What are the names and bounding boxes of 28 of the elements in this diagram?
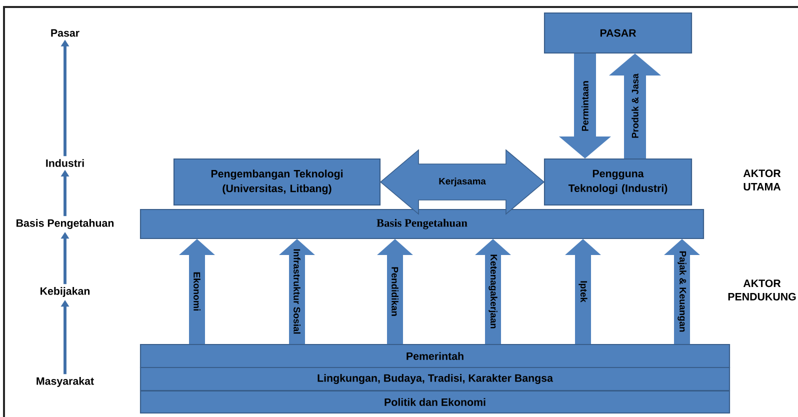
base-layer: Lingkungan, Budaya, Tradisi, Karakter Bangsa bbox=[140, 366, 730, 392]
block-arrow bbox=[377, 239, 413, 344]
level-label: Pasar bbox=[51, 29, 80, 37]
level-label: Kebijakan bbox=[40, 287, 90, 297]
level-label: Industri bbox=[46, 159, 84, 167]
base-layer: Pemerintah bbox=[140, 344, 730, 368]
edge-label: Permintaan bbox=[582, 81, 588, 131]
edge-label: Pajak & Keuangan bbox=[678, 251, 686, 332]
edge-label: Ekonomi bbox=[194, 272, 200, 311]
role-label: AKTOR UTAMA bbox=[743, 170, 781, 190]
block-arrow bbox=[609, 54, 661, 158]
block-arrow bbox=[279, 239, 315, 344]
edge-label: Kerjasama bbox=[439, 178, 486, 186]
level-label: Basis Pengetahuan bbox=[16, 219, 114, 229]
block-arrow bbox=[559, 54, 611, 158]
edge-label: Infrastruktur Sosial bbox=[294, 249, 300, 334]
block-arrow bbox=[179, 239, 215, 344]
actor-box: Pengembangan Teknologi (Universitas, Litbang) bbox=[173, 158, 381, 206]
edge-label: Ketenagakerjaan bbox=[488, 254, 498, 328]
base-layer: Politik dan Ekonomi bbox=[140, 390, 730, 414]
edge-label: Pendidikan bbox=[392, 267, 398, 316]
edge-label: Produk & Jasa bbox=[632, 74, 638, 138]
block-arrow bbox=[664, 239, 700, 344]
block-arrow bbox=[475, 239, 511, 344]
block-arrow bbox=[565, 239, 601, 344]
edge-label: Iptek bbox=[578, 281, 588, 302]
role-label: AKTOR PENDUKUNG bbox=[728, 280, 796, 300]
level-label: Masyarakat bbox=[36, 377, 94, 387]
